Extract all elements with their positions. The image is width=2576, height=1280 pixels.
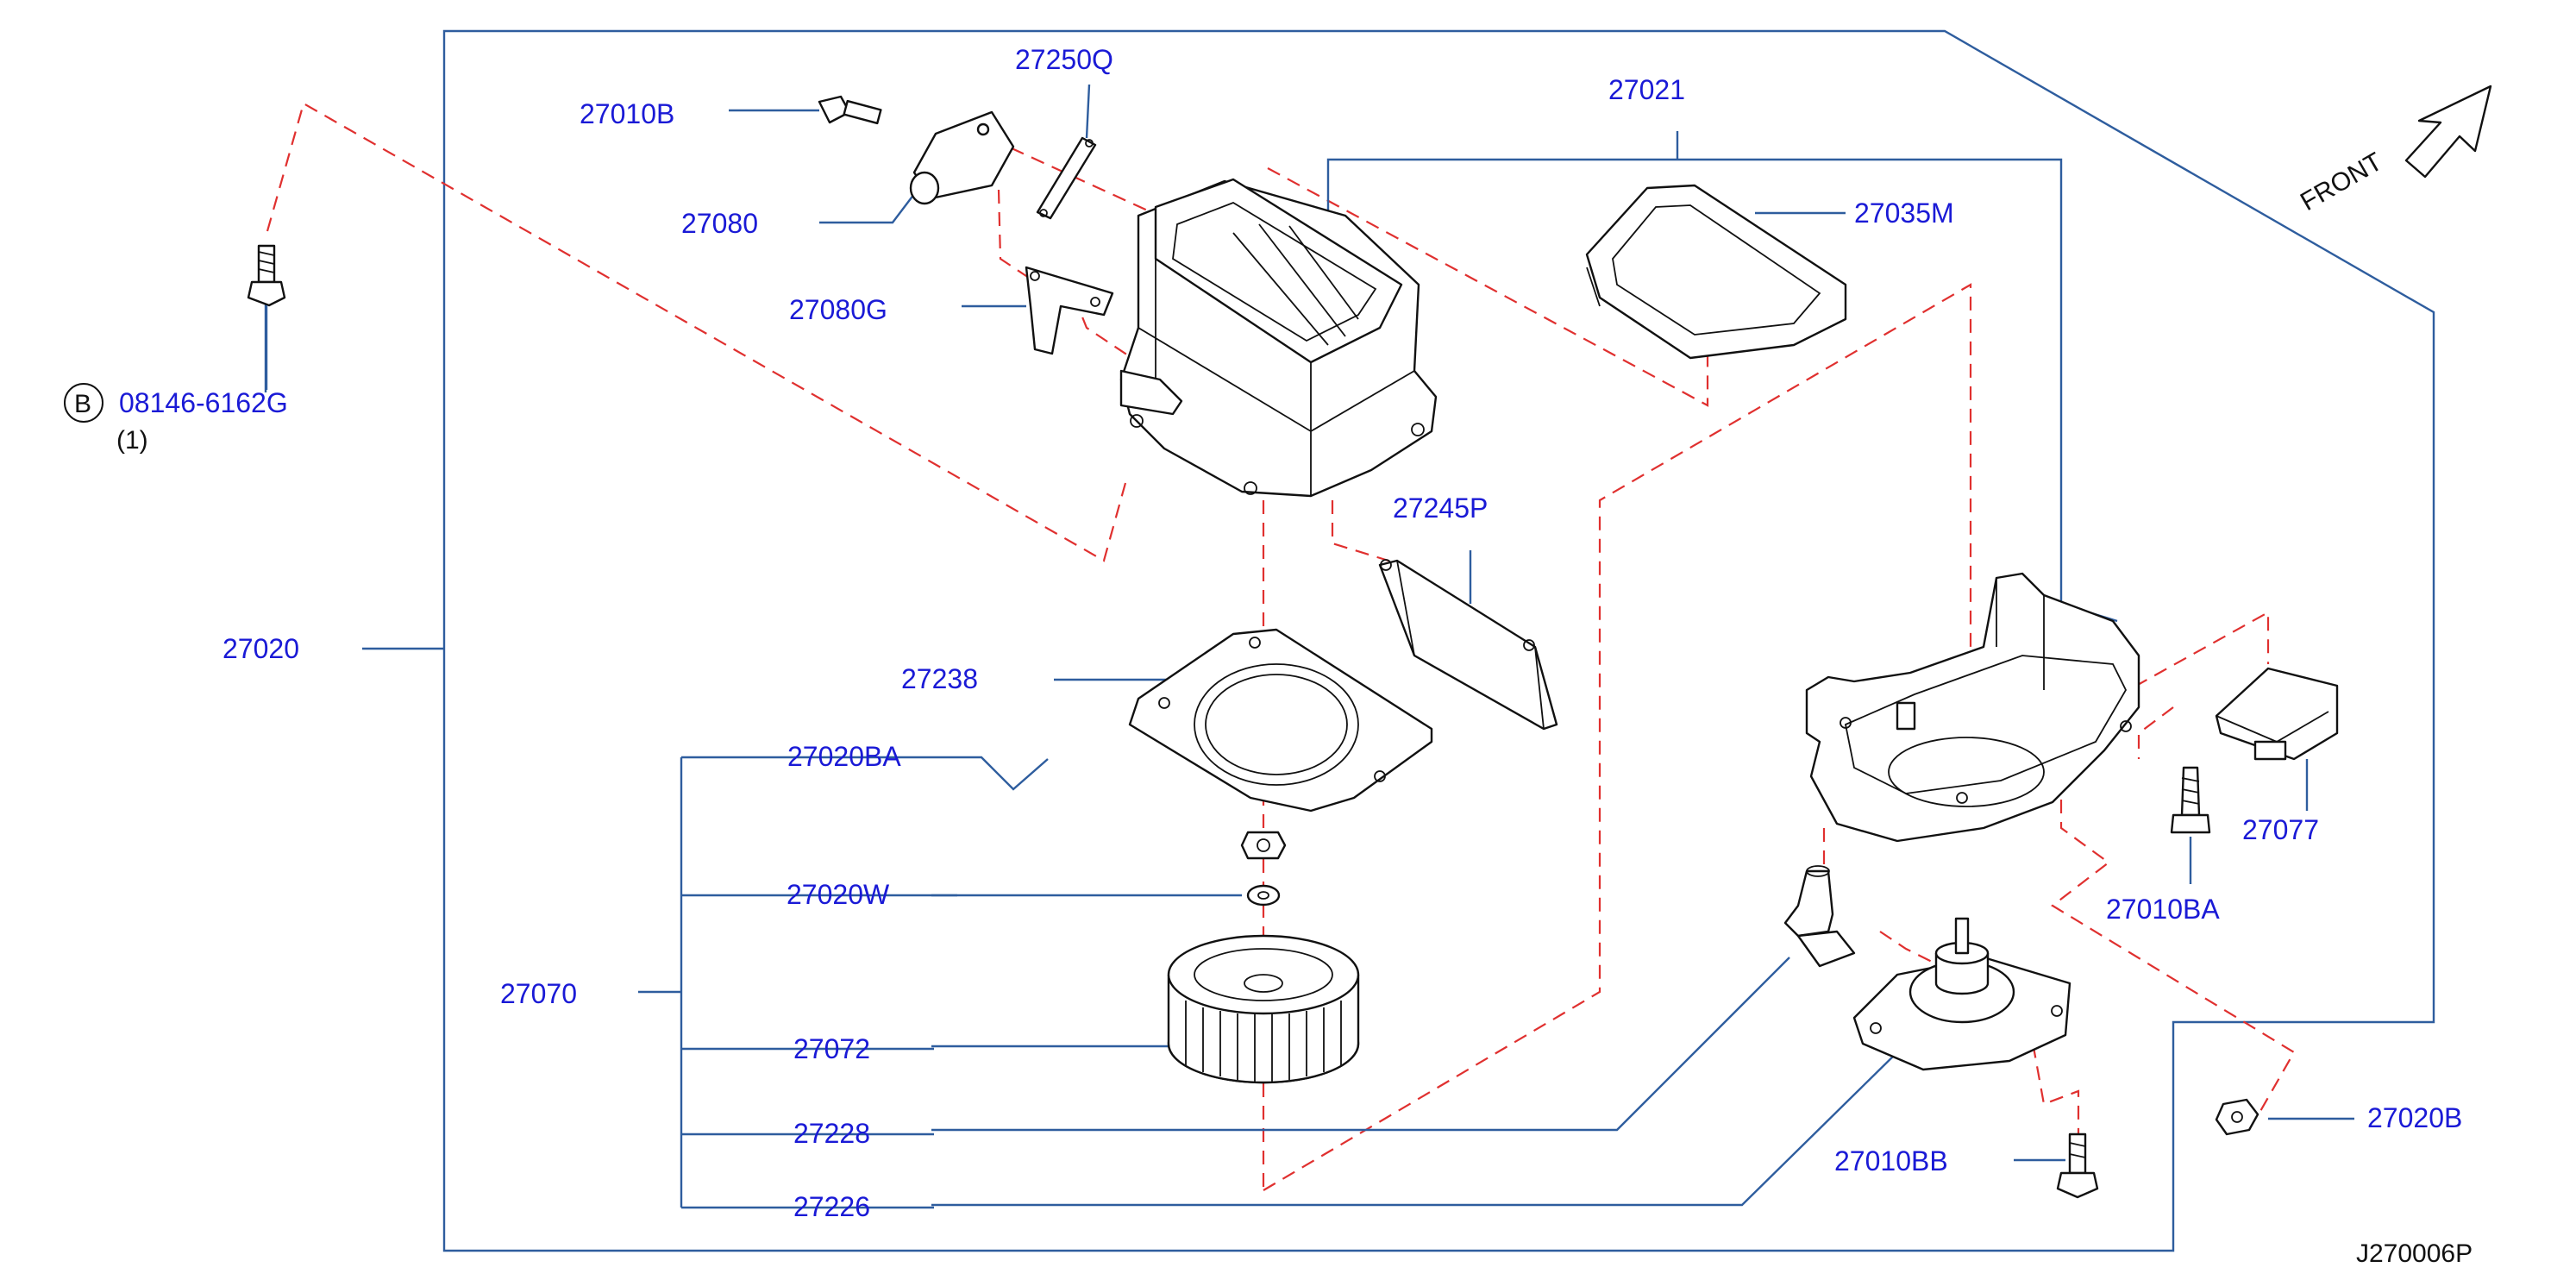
filter-frame-27035m-icon	[1585, 184, 1847, 360]
label-27228: 27228	[793, 1118, 870, 1149]
label-27020w: 27020W	[787, 879, 890, 910]
label-27020: 27020	[223, 633, 299, 664]
bolt-27010bb-icon	[2056, 1133, 2099, 1199]
front-arrow-icon	[2404, 85, 2492, 179]
label-08146-qty: (1)	[116, 426, 148, 455]
bracket-27080g-icon	[1025, 266, 1114, 355]
label-27035m: 27035M	[1854, 198, 1954, 229]
label-27250q: 27250Q	[1015, 44, 1113, 75]
filter-27245p-icon	[1378, 559, 1558, 731]
fan-27072-icon	[1167, 934, 1360, 1084]
label-27080: 27080	[681, 208, 758, 239]
label-27021: 27021	[1608, 74, 1685, 105]
diagram-code: J270006P	[2356, 1239, 2473, 1268]
label-27245p: 27245P	[1393, 493, 1488, 524]
gasket-27238-icon	[1128, 628, 1433, 813]
label-27072: 27072	[793, 1033, 870, 1064]
label-27010b: 27010B	[580, 98, 674, 129]
label-27238: 27238	[901, 663, 978, 694]
label-27077: 27077	[2242, 814, 2319, 845]
label-27226: 27226	[793, 1191, 870, 1222]
blower-case-icon	[1805, 572, 2140, 843]
resistor-27077-icon	[2215, 667, 2339, 761]
nut-27020b-icon	[2215, 1098, 2259, 1136]
label-27020ba: 27020BA	[787, 741, 901, 772]
nut-27020ba-icon	[1240, 831, 1287, 860]
label-27070: 27070	[500, 978, 577, 1009]
link-27250q-icon	[1036, 136, 1097, 220]
screw-27010ba-icon	[2170, 766, 2211, 834]
label-27010bb: 27010BB	[1834, 1145, 1948, 1176]
screw-27010b-icon	[818, 95, 882, 125]
intake-housing-27021-icon	[1119, 178, 1438, 498]
washer-27020w-icon	[1246, 884, 1281, 907]
hose-27228-icon	[1783, 865, 1856, 968]
front-label: FRONT	[2296, 147, 2387, 216]
label-27010ba: 27010BA	[2106, 894, 2220, 925]
circled-b-icon	[64, 383, 103, 423]
actuator-27080-icon	[909, 110, 1015, 205]
label-27020b: 27020B	[2367, 1102, 2462, 1133]
motor-27226-icon	[1852, 917, 2071, 1071]
circled-b-letter: B	[74, 390, 91, 418]
label-08146-6162g: 08146-6162G	[119, 387, 288, 418]
bolt-08146-icon	[247, 244, 286, 390]
label-27080g: 27080G	[789, 294, 887, 325]
assembly-boundary	[442, 29, 2435, 1252]
